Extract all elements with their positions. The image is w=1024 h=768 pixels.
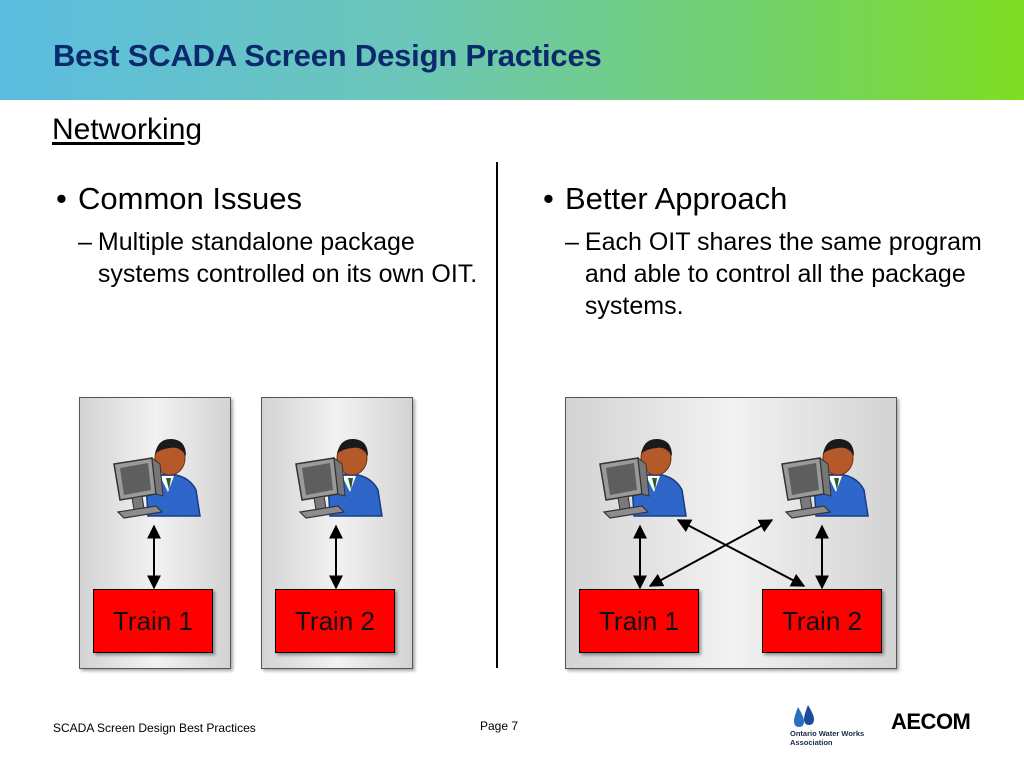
sub-bullet-text: Each OIT shares the same program and abl… xyxy=(584,228,982,320)
aecom-logo: AECOM xyxy=(891,709,971,734)
left-column: • Common Issues – Multiple standalone pa… xyxy=(56,180,486,290)
sub-bullet-better-approach: – Each OIT shares the same program and a… xyxy=(565,226,993,322)
bullet-icon: • xyxy=(56,181,67,216)
slide-title: Best SCADA Screen Design Practices xyxy=(53,38,602,73)
bullet-common-issues: • Common Issues xyxy=(56,180,486,218)
water-drop-icon xyxy=(794,705,814,727)
bullet-text: Common Issues xyxy=(78,181,302,216)
sub-bullet-common-issues: – Multiple standalone package systems co… xyxy=(78,226,486,290)
owwa-logo: Ontario Water Works Association xyxy=(790,703,880,751)
right-column: • Better Approach – Each OIT shares the … xyxy=(543,180,993,322)
operator-icon xyxy=(108,432,208,522)
operator-icon xyxy=(290,432,390,522)
title-bar xyxy=(0,0,1024,100)
bullet-icon: • xyxy=(543,181,554,216)
train-2-box: Train 2 xyxy=(762,589,882,653)
dash-icon: – xyxy=(78,228,92,256)
train-2-box: Train 2 xyxy=(275,589,395,653)
column-divider xyxy=(496,162,498,668)
train-1-box: Train 1 xyxy=(93,589,213,653)
page-number: Page 7 xyxy=(480,719,519,733)
bullet-better-approach: • Better Approach xyxy=(543,180,993,218)
bullet-text: Better Approach xyxy=(565,181,788,216)
operator-icon xyxy=(776,432,876,522)
train-1-box: Train 1 xyxy=(579,589,699,653)
owwa-logo-text: Ontario Water Works Association xyxy=(790,729,865,747)
operator-icon xyxy=(594,432,694,522)
sub-bullet-text: Multiple standalone package systems cont… xyxy=(97,228,478,288)
footer-text: SCADA Screen Design Best Practices xyxy=(53,721,256,735)
dash-icon: – xyxy=(565,228,579,256)
section-title: Networking xyxy=(52,113,203,146)
